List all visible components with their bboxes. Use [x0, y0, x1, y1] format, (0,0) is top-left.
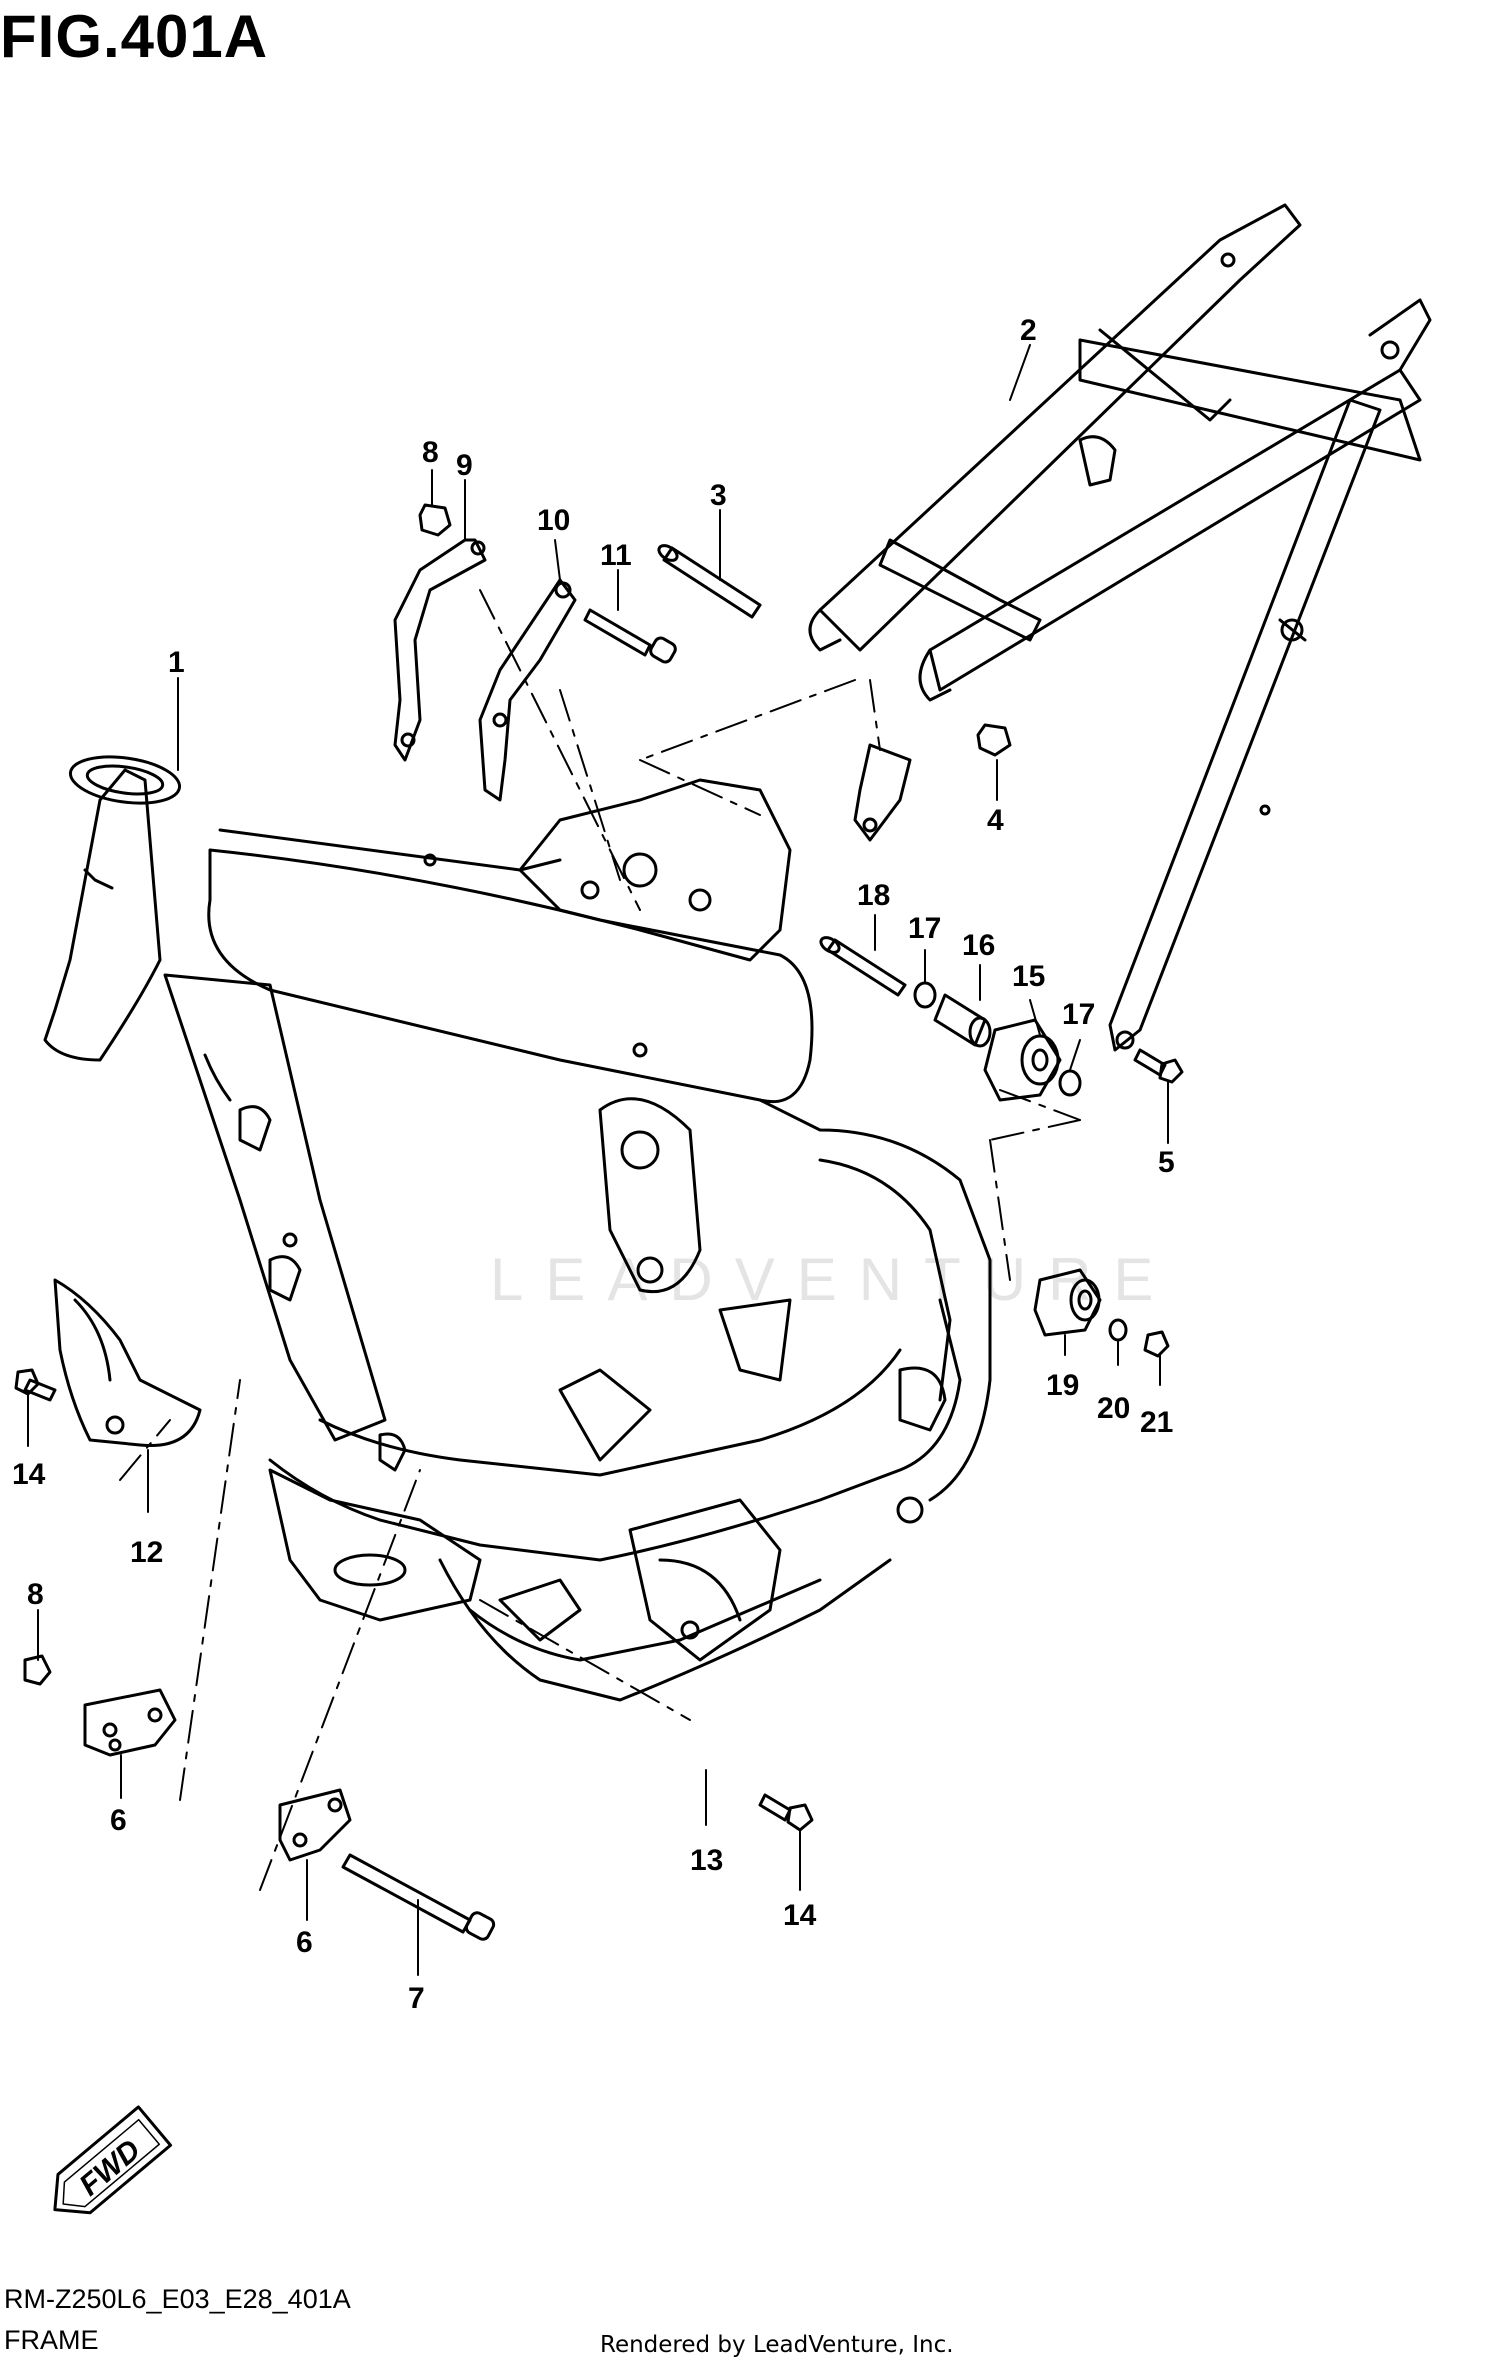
callout-6-right: 6 [296, 1926, 313, 1959]
callout-16: 16 [962, 929, 995, 962]
callout-9: 9 [456, 449, 473, 482]
guard-part-13 [628, 1498, 782, 1662]
bracket-part-6-left [83, 1688, 177, 1757]
guard-part-12 [53, 1278, 202, 1448]
assembly-lines [119, 589, 1081, 1891]
callout-11: 11 [600, 539, 632, 572]
collar-part-16 [933, 993, 992, 1048]
bolt-part-18 [819, 936, 907, 997]
bolt-part-7 [341, 1853, 496, 1941]
callout-20: 20 [1097, 1392, 1130, 1425]
washer-part-17 [913, 981, 1082, 1097]
callout-6-left: 6 [110, 1804, 127, 1837]
nut-part-4 [976, 723, 1012, 757]
washer-part-20 [1108, 1318, 1128, 1342]
nut-part-8-lower [23, 1654, 52, 1686]
bolt-part-5 [1133, 1048, 1184, 1084]
bolt-part-11 [583, 608, 677, 664]
figure-title: FIG.401A [0, 3, 269, 70]
callout-2: 2 [1020, 314, 1037, 347]
nut-part-8-upper [418, 503, 452, 537]
callout-8-upper: 8 [422, 436, 439, 469]
render-credit: Rendered by LeadVenture, Inc. [600, 2332, 954, 2358]
section-name: FRAME [4, 2325, 99, 2355]
callout-5: 5 [1158, 1146, 1175, 1179]
leader-lines [27, 344, 1169, 1976]
callout-numbers: 1 2 3 4 5 6 6 7 8 8 9 10 11 12 13 14 14 … [12, 314, 1175, 2015]
callout-3: 3 [710, 479, 727, 512]
nut-part-21 [1143, 1330, 1170, 1358]
callout-7: 7 [408, 1982, 425, 2015]
bolt-part-14-left [14, 1368, 57, 1402]
bolt-part-3 [657, 544, 762, 619]
callout-14-right: 14 [783, 1899, 817, 1932]
bushing-part-15 [983, 1018, 1062, 1102]
bracket-part-4-mount [853, 743, 912, 842]
callout-18: 18 [857, 879, 890, 912]
callout-15: 15 [1012, 960, 1045, 993]
bushing-part-19 [1033, 1268, 1102, 1337]
callout-19: 19 [1046, 1369, 1079, 1402]
rear-subframe-part-2 [808, 203, 1432, 1052]
bracket-part-9 [393, 538, 487, 762]
bolt-part-14-right [758, 1793, 814, 1832]
callout-21: 21 [1140, 1406, 1173, 1439]
callout-1: 1 [168, 646, 185, 679]
bracket-part-10 [478, 578, 577, 802]
callout-14-left: 14 [12, 1458, 46, 1491]
main-frame-part-1 [43, 755, 992, 1702]
callout-4: 4 [987, 804, 1004, 837]
bracket-part-6-right [278, 1788, 352, 1862]
callout-12: 12 [130, 1536, 163, 1569]
callout-17-left: 17 [908, 912, 941, 945]
callout-8-lower: 8 [27, 1578, 44, 1611]
model-code: RM-Z250L6_E03_E28_401A [4, 2284, 351, 2314]
fwd-arrow-icon: FWD [53, 2105, 173, 2215]
callout-17-right: 17 [1062, 998, 1095, 1031]
callout-13: 13 [690, 1844, 723, 1877]
callout-10: 10 [537, 504, 570, 537]
